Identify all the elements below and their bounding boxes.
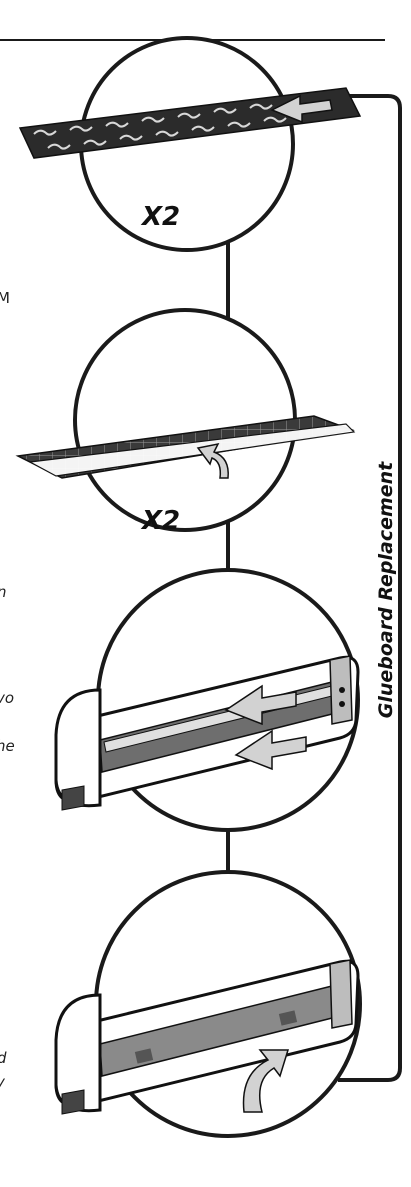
step2-multiplier: X2 xyxy=(142,506,181,536)
step2-circle xyxy=(73,308,297,532)
cut-text-2: n xyxy=(0,584,7,600)
glueboard-sheet-icon xyxy=(18,87,362,159)
side-bracket xyxy=(338,94,402,1082)
cut-text-1: M xyxy=(0,289,10,307)
insert-arrow-icon xyxy=(224,684,307,771)
trap-device-icon-closed xyxy=(54,959,360,1115)
cut-text-3: vo xyxy=(0,689,15,707)
side-label: Glueboard Replacement xyxy=(375,461,397,719)
step1-multiplier: X2 xyxy=(142,202,181,232)
cut-text-5: d xyxy=(0,1050,7,1066)
peel-arrow-icon xyxy=(196,442,229,479)
close-lid-arrow-icon xyxy=(242,1049,290,1113)
cut-text-6: y xyxy=(0,1074,5,1090)
cut-text-4: he xyxy=(0,737,15,755)
glueboard-grid-icon xyxy=(15,415,356,479)
